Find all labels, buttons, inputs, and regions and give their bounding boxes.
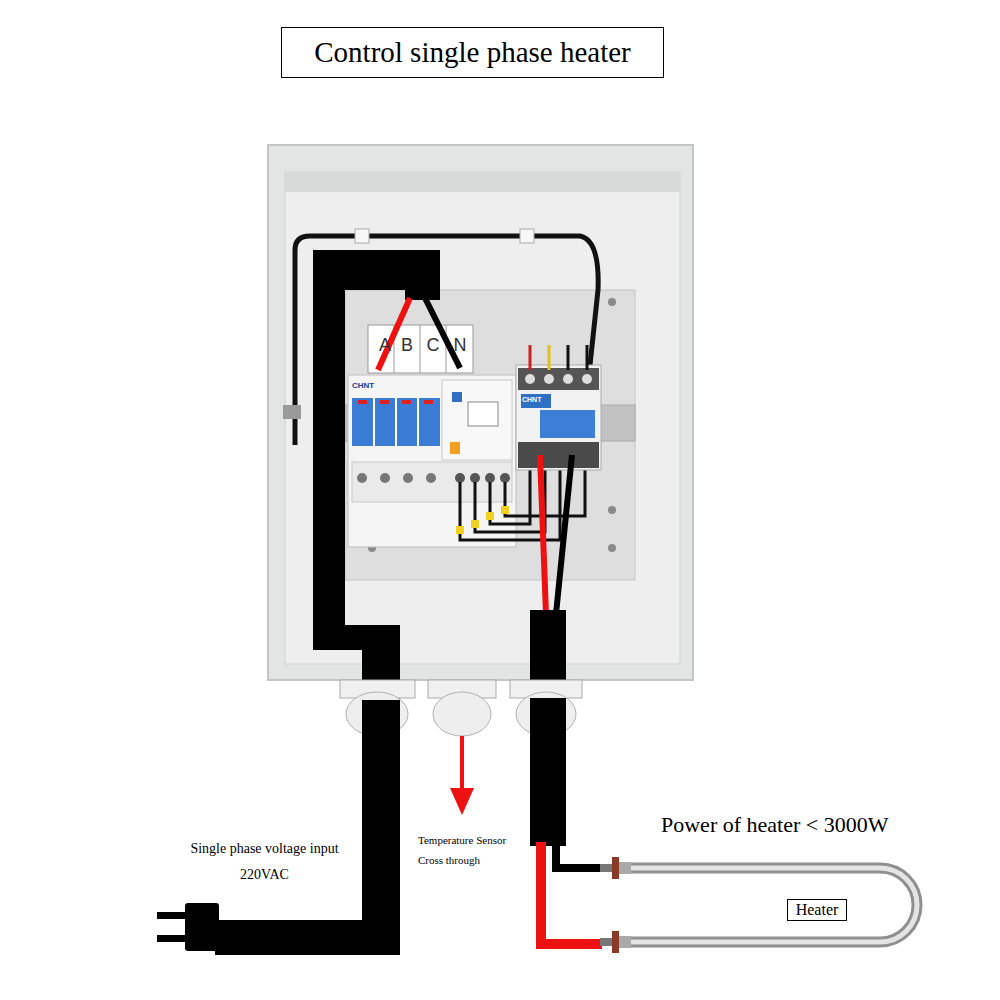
contactor-brand-plate (521, 394, 551, 408)
power-note: Power of heater < 3000W (661, 812, 961, 838)
enclosure-lip (285, 172, 680, 192)
terminal-screw (380, 473, 390, 483)
pole-divider (417, 398, 419, 446)
cable-stub (283, 405, 301, 419)
coil-wire (567, 345, 570, 370)
wire-ferrule (486, 512, 494, 520)
phase-letter: A (375, 334, 395, 356)
terminal-screw (485, 473, 495, 483)
heater-tube-highlight (625, 868, 917, 942)
brand-label: CHNT (352, 381, 392, 391)
coil-wire (586, 345, 589, 370)
internal-wire (475, 470, 545, 532)
brand-label: CHNT (522, 396, 552, 404)
wire-ferrule (501, 506, 509, 514)
mounting-hole (608, 506, 616, 514)
sensor-arrow (460, 736, 464, 790)
plug-prong (157, 912, 187, 919)
terminal-screw (426, 473, 436, 483)
trip-indicator (358, 400, 367, 404)
live-wire (378, 298, 410, 370)
input-cable (215, 700, 400, 955)
terminal-screw (357, 473, 367, 483)
trip-indicator (380, 400, 389, 404)
trip-indicator (402, 400, 411, 404)
terminal-bolt (600, 938, 614, 946)
heater-cable (530, 610, 566, 680)
sensor-note: Temperature Sensor Cross through (418, 830, 518, 870)
cable-gland (433, 692, 491, 736)
terminal-screw (563, 374, 573, 384)
terminal-screw (470, 473, 480, 483)
rcd-button (452, 392, 462, 402)
heater-live-wire (541, 842, 602, 944)
mounting-hole (608, 544, 616, 552)
input-cable (313, 250, 440, 700)
contactor-bottom-terminals (518, 442, 599, 468)
node-text: Heater (796, 901, 839, 919)
wire-ferrule (456, 526, 464, 534)
coil-wire (529, 345, 532, 370)
phase-letter: B (397, 334, 417, 356)
neutral-wire (425, 298, 460, 368)
cable-clip (355, 229, 369, 243)
heater-tube (625, 868, 917, 942)
cable-clip (520, 229, 534, 243)
power-plug (185, 903, 219, 951)
heater-label-box: Heater (787, 899, 847, 921)
qr-code (468, 402, 498, 426)
coil-wire (548, 345, 551, 370)
input-note: Single phase voltage input 220VAC (172, 836, 357, 888)
terminal-screw (500, 473, 510, 483)
terminal-flange (612, 931, 619, 953)
pole-divider (373, 398, 375, 446)
phase-letter: N (449, 334, 471, 356)
terminal-screw (455, 473, 465, 483)
terminal-flange (612, 857, 619, 879)
heater-neutral-wire (556, 842, 602, 868)
contactor-top-terminals (518, 368, 599, 390)
terminal-bolt (600, 864, 614, 872)
contactor-band (540, 410, 595, 438)
terminal-screw (403, 473, 413, 483)
title-text: Control single phase heater (281, 27, 664, 78)
heater-neutral-wire (556, 455, 572, 614)
contactor-body (516, 365, 601, 470)
strip-divider (446, 325, 447, 373)
heater-cable (530, 698, 566, 846)
rcd-module (442, 380, 512, 460)
plug-prong (157, 935, 187, 942)
pole-divider (395, 398, 397, 446)
strip-divider (420, 325, 421, 373)
terminal-block (352, 462, 512, 502)
breaker-toggle-band (352, 398, 440, 446)
terminal-screw (582, 374, 592, 384)
phase-letter: C (423, 334, 443, 356)
wire-ferrule (471, 520, 479, 528)
trip-indicator (424, 400, 433, 404)
mounting-hole (608, 298, 616, 306)
terminal-thread (619, 862, 631, 874)
test-button (450, 442, 460, 454)
heater-live-wire (540, 455, 546, 614)
terminal-thread (619, 936, 631, 948)
terminal-screw (544, 374, 554, 384)
terminal-screw (525, 374, 535, 384)
sensor-arrow-head (450, 788, 474, 815)
